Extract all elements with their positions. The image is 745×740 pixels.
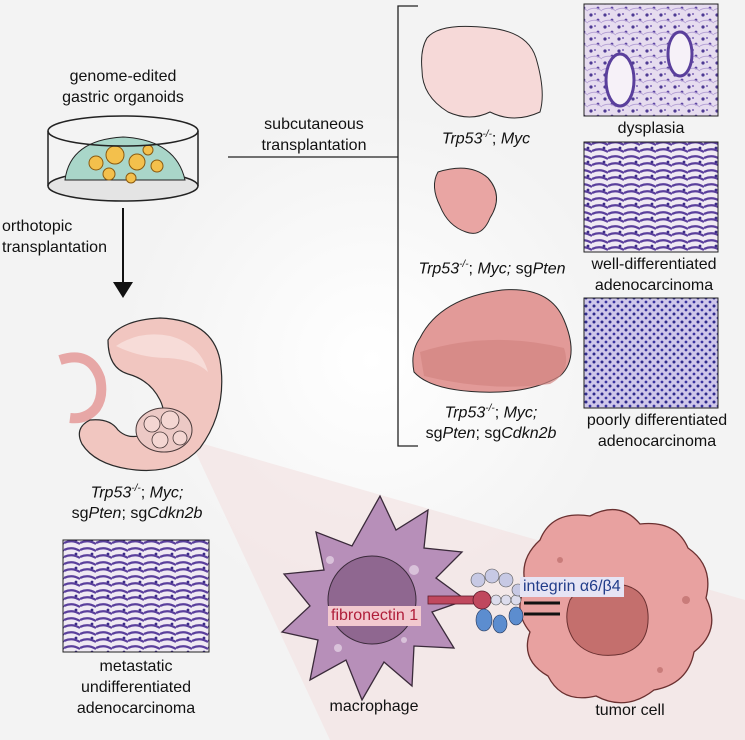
- stomach-illustration: [58, 317, 223, 472]
- genotype-orthotopic: Trp53-/-; Myc; sgPten; sgCdkn2b: [71, 483, 203, 523]
- fibronectin-label: fibronectin 1: [328, 606, 422, 626]
- tumor-cell: [519, 508, 713, 704]
- histology-metastatic: [62, 539, 210, 653]
- label-metastatic: metastatic undifferentiated adenocarcino…: [56, 656, 216, 719]
- label-dysplasia: dysplasia: [617, 120, 685, 137]
- label-metastatic-line2: undifferentiated: [80, 679, 191, 696]
- label-poorly-differentiated: poorly differentiated adenocarcinoma: [570, 410, 744, 452]
- orthotopic-line1: orthotopic: [2, 218, 73, 235]
- organoid-label: genome-edited gastric organoids: [40, 66, 206, 108]
- histology-dysplasia: [583, 3, 719, 117]
- label-poorly-line2: adenocarcinoma: [597, 433, 717, 450]
- organoid-label-line2: gastric organoids: [62, 89, 184, 106]
- macrophage-label: macrophage: [329, 698, 419, 715]
- tumor-small: [421, 25, 543, 119]
- histology-poorly-differentiated: [583, 297, 719, 409]
- label-metastatic-line1: metastatic: [99, 658, 173, 675]
- integrin-label: integrin α6/β4: [520, 577, 624, 597]
- label-well-line2: adenocarcinoma: [594, 277, 714, 294]
- organoid-dish: [47, 115, 199, 202]
- genotype-trp53-myc-pten-cdkn2b: Trp53-/-; Myc; sgPten; sgCdkn2b: [425, 403, 557, 443]
- subcutaneous-line1: subcutaneous: [264, 116, 364, 133]
- organoid-label-line1: genome-edited: [69, 68, 177, 85]
- label-well-differentiated: well-differentiated adenocarcinoma: [574, 254, 734, 296]
- subcutaneous-line2: transplantation: [261, 137, 367, 154]
- tumor-cell-label: tumor cell: [595, 702, 665, 719]
- label-well-line1: well-differentiated: [591, 256, 717, 273]
- tumor-medium: [434, 167, 497, 234]
- genotype-trp53-myc-pten: Trp53-/-; Myc; sgPten: [418, 259, 566, 278]
- subcutaneous-label: subcutaneous transplantation: [224, 114, 404, 156]
- label-poorly-line1: poorly differentiated: [586, 412, 728, 429]
- histology-well-differentiated: [583, 141, 719, 253]
- orthotopic-label: orthotopic transplantation: [2, 216, 126, 258]
- genotype-trp53-myc: Trp53-/-; Myc: [441, 129, 531, 148]
- label-metastatic-line3: adenocarcinoma: [76, 700, 196, 717]
- orthotopic-line2: transplantation: [2, 239, 107, 256]
